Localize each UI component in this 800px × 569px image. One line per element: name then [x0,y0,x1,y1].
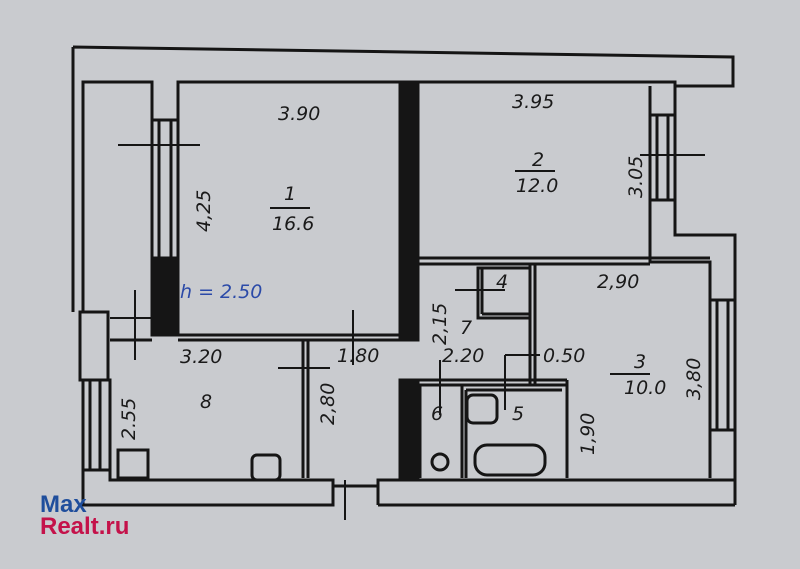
room-1-area: 16.6 [272,213,314,235]
bottom-wall [81,470,735,507]
room-2-length: 3.05 [625,156,647,198]
dimension-ticks [110,144,705,520]
ceiling-height: h = 2.50 [180,281,262,303]
room-8-number: 8 [200,391,212,413]
room-3-area: 10.0 [624,377,666,399]
window-kitchen [81,378,112,472]
window-room-2 [648,113,677,202]
logo-line-1: Max [40,491,87,518]
room-4-number: 4 [496,271,508,293]
stove [116,448,150,480]
bathtub [473,443,547,477]
corridor-width: 1.80 [337,345,379,367]
corridor-wall [398,378,420,482]
walls [71,45,737,507]
room-5-length: 1,90 [577,413,599,455]
room-2-area: 12.0 [516,175,558,197]
toilet [430,452,450,472]
room-3-width: 2,90 [597,271,639,293]
room-5-number: 5 [512,403,524,425]
sink [465,393,499,425]
room-7-length: 2,15 [429,303,451,345]
top-wall [71,45,735,312]
room-1-length: 4,25 [193,190,215,232]
right-wall-lower [708,430,737,505]
room-labels: 3.90 1 16.6 4,25 h = 2.50 3.95 2 12.0 3.… [118,91,705,455]
room-8-width: 3.20 [180,346,222,368]
room-7-width: 2.20 [442,345,484,367]
room-3-number: 3 [634,351,646,373]
room-3-length: 3,80 [683,358,705,400]
partition-wall [398,80,420,342]
room-7-number: 7 [460,317,472,339]
window-room-3 [708,298,737,432]
window-room-1 [150,118,180,260]
room-1-number: 1 [284,183,296,205]
closet-4 [476,266,532,320]
logo-line-2: Realt.ru [40,513,130,540]
room-2-number: 2 [532,149,544,171]
room-7-extra: 0.50 [543,345,585,367]
room-2-width: 3.95 [512,91,554,113]
room-1-width: 3.90 [278,103,320,125]
room-8-length: 2.55 [118,398,140,440]
wall-pier [150,256,180,337]
wall-pier-kitchen [78,310,110,382]
kitchen-sink [250,453,282,482]
right-wall [648,86,737,300]
watermark-logo: Max Realt.ru [40,491,130,540]
room-6-number: 6 [431,403,443,425]
corridor-length: 2,80 [317,383,339,425]
